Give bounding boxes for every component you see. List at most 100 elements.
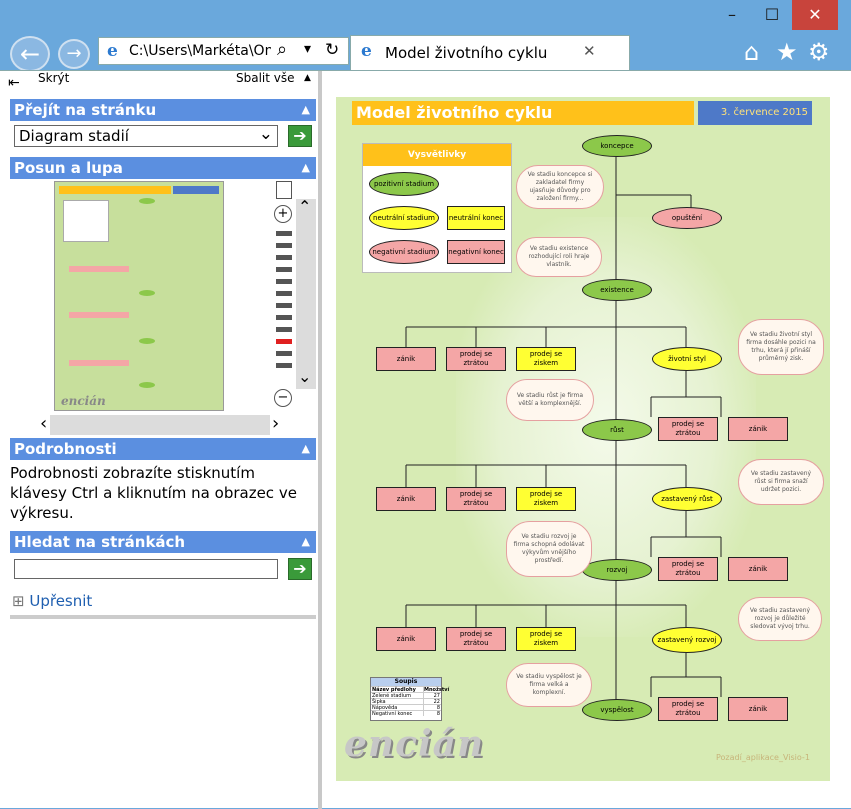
stage-rozvoj[interactable]: rozvoj [582, 559, 652, 581]
collapse-all-button[interactable]: Sbalit vše [236, 71, 295, 85]
zoom-level[interactable] [276, 327, 292, 332]
zoom-level[interactable] [276, 363, 292, 368]
refresh-icon[interactable]: ↻ [325, 40, 340, 60]
collapse-all-icon[interactable]: ▲ [304, 73, 311, 83]
favorites-star-icon[interactable]: ★ [776, 38, 798, 66]
legend-neutral[interactable]: neutrální stadium [369, 206, 439, 230]
zoom-level[interactable] [276, 315, 292, 320]
forward-button[interactable]: → [58, 39, 90, 69]
legend-negative[interactable]: negativní stadium [369, 240, 439, 264]
note-zastaveny-rozvoj[interactable]: Ve stadiu zastavený rozvoj je důležité s… [738, 597, 822, 641]
stage-existence[interactable]: existence [582, 279, 652, 301]
note-rozvoj[interactable]: Ve stadiu rozvoj je firma schopná odoláv… [506, 521, 592, 577]
go-page-button[interactable]: ➔ [288, 125, 312, 147]
zoom-level-current[interactable] [276, 339, 292, 344]
end-prodej-ztrata[interactable]: prodej se ztrátou [658, 417, 718, 441]
refine-link[interactable]: ⊞ Upřesnit [12, 592, 92, 610]
details-header[interactable]: Podrobnosti▲ [10, 438, 316, 460]
end-prodej-zisk[interactable]: prodej se ziskem [516, 487, 576, 511]
zoom-level[interactable] [276, 243, 292, 248]
hide-button[interactable]: Skrýt [38, 71, 70, 85]
panel-splitter[interactable] [318, 71, 322, 809]
stage-koncepce[interactable]: koncepce [582, 135, 652, 157]
end-zanik[interactable]: zánik [728, 697, 788, 721]
close-button[interactable]: ✕ [792, 0, 838, 30]
back-button[interactable]: ← [10, 36, 50, 72]
search-go-button[interactable]: ➔ [288, 558, 312, 580]
legend-negative-end[interactable]: negativní konec [447, 240, 505, 264]
end-prodej-ztrata[interactable]: prodej se ztrátou [658, 557, 718, 581]
note-rust[interactable]: Ve stadiu růst je firma větší a komplexn… [506, 379, 594, 421]
goto-header[interactable]: Přejít na stránku▲ [10, 99, 316, 121]
scroll-up-icon[interactable]: ⌃ [298, 197, 312, 216]
zoom-out-icon[interactable]: − [274, 389, 292, 407]
tab-title: Model životního cyklu [385, 44, 548, 62]
scroll-left-icon[interactable]: ‹ [40, 413, 48, 434]
zoom-level[interactable] [276, 303, 292, 308]
pan-zoom-header[interactable]: Posun a lupa▲ [10, 157, 316, 179]
end-prodej-ztrata[interactable]: prodej se ztrátou [446, 627, 506, 651]
address-bar[interactable]: e C:\Users\Markéta\On ⌕ ▾ ↻ [98, 37, 349, 65]
note-vyspelost[interactable]: Ve stadiu vyspělost je firma velká a kom… [506, 663, 592, 707]
scroll-right-icon[interactable]: › [272, 413, 280, 434]
dropdown-icon[interactable]: ▾ [304, 41, 312, 57]
page-select-value: Diagram stadií [19, 127, 129, 145]
minimize-button[interactable]: – [728, 5, 736, 24]
end-zanik[interactable]: zánik [728, 557, 788, 581]
zoom-in-icon[interactable]: + [274, 205, 292, 223]
stage-opusteni[interactable]: opuštění [652, 207, 722, 229]
hide-panel-icon[interactable]: ⇤ [8, 75, 20, 91]
legend-positive[interactable]: pozitivní stadium [369, 172, 439, 196]
search-header[interactable]: Hledat na stránkách▲ [10, 531, 316, 553]
note-koncepce[interactable]: Ve stadiu koncepce si zakladatel firmy u… [516, 165, 604, 209]
legend-neutral-end[interactable]: neutrální konec [447, 206, 505, 230]
end-zanik[interactable]: zánik [728, 417, 788, 441]
legend-title: Vysvětlivky [363, 144, 511, 166]
home-icon[interactable]: ⌂ [744, 38, 760, 66]
page-icon[interactable] [276, 181, 292, 199]
pan-zoom-area[interactable]: encián + − ⌃ ⌄ [10, 179, 316, 437]
stage-vyspelost[interactable]: vyspělost [582, 699, 652, 721]
note-zastaveny-rust[interactable]: Ve stadiu zastavený růst si firma snaží … [738, 459, 824, 505]
search-icon[interactable]: ⌕ [277, 39, 288, 60]
scroll-down-icon[interactable]: ⌄ [298, 367, 312, 386]
tab-close-icon[interactable]: ✕ [583, 42, 596, 60]
diagram-title: Model životního cyklu [352, 101, 694, 125]
horizontal-scrollbar[interactable]: ‹ › [40, 413, 279, 435]
zoom-level[interactable] [276, 351, 292, 356]
encian-logo: encián [344, 723, 485, 765]
end-prodej-ztrata[interactable]: prodej se ztrátou [446, 347, 506, 371]
panel-toolbar: ⇤ Skrýt Sbalit vše ▲ [8, 71, 318, 97]
vertical-scrollbar[interactable]: ⌃ ⌄ [296, 197, 316, 389]
end-zanik[interactable]: zánik [376, 487, 436, 511]
zoom-level[interactable] [276, 255, 292, 260]
note-zivotni-styl[interactable]: Ve stadiu životní styl firma dosáhle poz… [738, 319, 824, 375]
settings-gear-icon[interactable]: ⚙ [808, 38, 830, 66]
zoom-level[interactable] [276, 279, 292, 284]
stage-zastaveny-rozvoj[interactable]: zastavený rozvoj [652, 627, 722, 653]
collapse-icon: ▲ [301, 535, 310, 548]
maximize-button[interactable]: ☐ [764, 5, 780, 24]
soupis-cell-name: Zelené stadium [372, 693, 412, 699]
stage-rust[interactable]: růst [582, 419, 652, 441]
legend: Vysvětlivky pozitivní stadium neutrální … [362, 143, 512, 273]
end-prodej-zisk[interactable]: prodej se ziskem [516, 347, 576, 371]
end-zanik[interactable]: zánik [376, 627, 436, 651]
note-existence[interactable]: Ve stadiu existence rozhodující roli hra… [516, 237, 602, 277]
end-zanik[interactable]: zánik [376, 347, 436, 371]
end-prodej-ztrata[interactable]: prodej se ztrátou [446, 487, 506, 511]
end-prodej-zisk[interactable]: prodej se ziskem [516, 627, 576, 651]
soupis-cell-name: Negativní konec [372, 711, 413, 717]
zoom-level[interactable] [276, 267, 292, 272]
stage-zastaveny-rust[interactable]: zastavený růst [652, 487, 722, 511]
expand-box-icon: ⊞ [12, 592, 25, 610]
page-thumbnail[interactable]: encián [54, 181, 224, 411]
tab-model-zivotniho-cyklu[interactable]: e Model životního cyklu ✕ [350, 35, 630, 70]
search-input[interactable] [14, 559, 278, 579]
stage-zivotni-styl[interactable]: životní styl [652, 347, 722, 371]
page-select[interactable]: Diagram stadií ⌄ [14, 124, 278, 147]
end-prodej-ztrata[interactable]: prodej se ztrátou [658, 697, 718, 721]
zoom-level[interactable] [276, 231, 292, 236]
zoom-level[interactable] [276, 291, 292, 296]
